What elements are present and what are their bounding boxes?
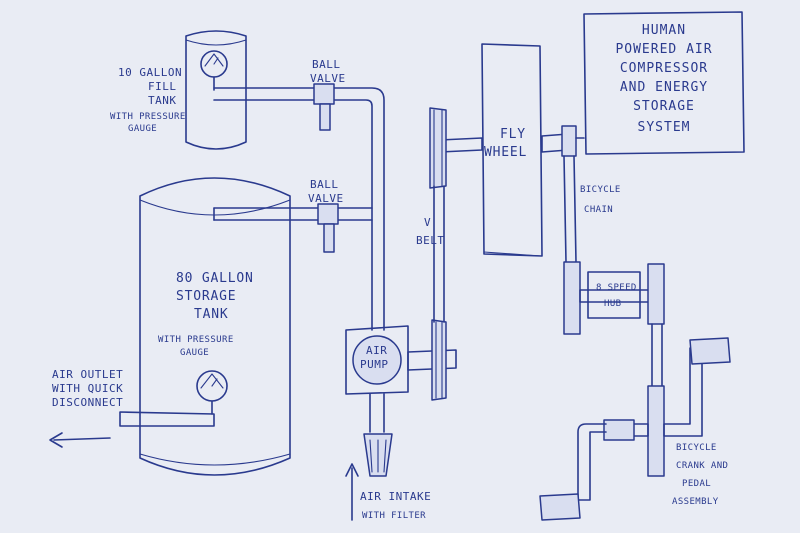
fill-tank-sub-2: GAUGE [128, 124, 157, 134]
hub-label-2: HUB [604, 299, 621, 309]
air-outlet-label-2: WITH QUICK [52, 382, 123, 395]
storage-tank-sub-1: WITH PRESSURE [158, 335, 234, 345]
fill-tank-label-1: 10 GALLON [118, 66, 182, 79]
crank-label-1: BICYCLE [676, 443, 717, 453]
crank-label-2: CRANK AND [676, 461, 728, 471]
title-line-4: AND ENERGY [620, 80, 708, 95]
v-belt-label-1: V [424, 216, 431, 229]
ball-valve-mid-icon [317, 203, 339, 225]
storage-tank [139, 177, 291, 476]
air-intake-filter [345, 433, 393, 521]
flywheel-label-2: WHEEL [484, 145, 527, 160]
crank-assembly [539, 337, 731, 521]
title-line-1: HUMAN [642, 23, 686, 38]
hub-label-1: 8 SPEED [596, 283, 637, 293]
lower-pulley [407, 319, 457, 401]
ball-valve-top-icon [313, 83, 335, 105]
lower-pedal-icon [539, 493, 581, 521]
v-belt [433, 185, 445, 323]
air-outlet-pipe [49, 411, 215, 448]
title-line-6: SYSTEM [638, 120, 691, 135]
fill-tank-label-3: TANK [148, 94, 177, 107]
air-outlet-label-1: AIR OUTLET [52, 368, 123, 381]
top-pipe [213, 83, 385, 331]
middle-pipe [213, 203, 373, 253]
title-line-5: STORAGE [633, 99, 695, 114]
storage-tank-sub-2: GAUGE [180, 348, 209, 358]
ball-valve-top-label-2: VALVE [310, 72, 346, 85]
flywheel-sprocket [561, 125, 585, 157]
air-intake-label-1: AIR INTAKE [360, 490, 431, 503]
ball-valve-mid-label-1: BALL [310, 178, 339, 191]
v-belt-label-2: BELT [416, 234, 445, 247]
ball-valve-mid-label-2: VALVE [308, 192, 344, 205]
fill-tank [185, 30, 247, 150]
storage-tank-label-2: STORAGE [176, 289, 236, 304]
bicycle-chain-label-1: BICYCLE [580, 185, 621, 195]
air-pump-icon [352, 335, 402, 385]
crank-label-4: ASSEMBLY [672, 497, 719, 507]
fill-tank-sub-1: WITH PRESSURE [110, 112, 186, 122]
title-line-2: POWERED AIR [615, 42, 712, 57]
air-pump-label-1: AIR [366, 344, 387, 357]
ball-valve-top-label-1: BALL [312, 58, 341, 71]
eight-speed-hub [563, 261, 665, 335]
air-intake-label-2: WITH FILTER [362, 511, 426, 521]
lower-chain [651, 323, 663, 387]
air-pump [345, 325, 409, 433]
storage-tank-label-3: TANK [194, 307, 229, 322]
bicycle-chain [563, 155, 577, 263]
crank-label-3: PEDAL [682, 479, 711, 489]
title-line-3: COMPRESSOR [620, 61, 708, 76]
air-outlet-label-3: DISCONNECT [52, 396, 123, 409]
upper-pedal-icon [689, 337, 731, 365]
storage-tank-label-1: 80 GALLON [176, 271, 254, 286]
flywheel-label-1: FLY [500, 127, 526, 142]
bicycle-chain-label-2: CHAIN [584, 205, 613, 215]
air-pump-label-2: PUMP [360, 358, 389, 371]
upper-pulley [429, 107, 483, 189]
fill-tank-label-2: FILL [148, 80, 177, 93]
title-box: HUMAN POWERED AIR COMPRESSOR AND ENERGY … [583, 11, 745, 155]
